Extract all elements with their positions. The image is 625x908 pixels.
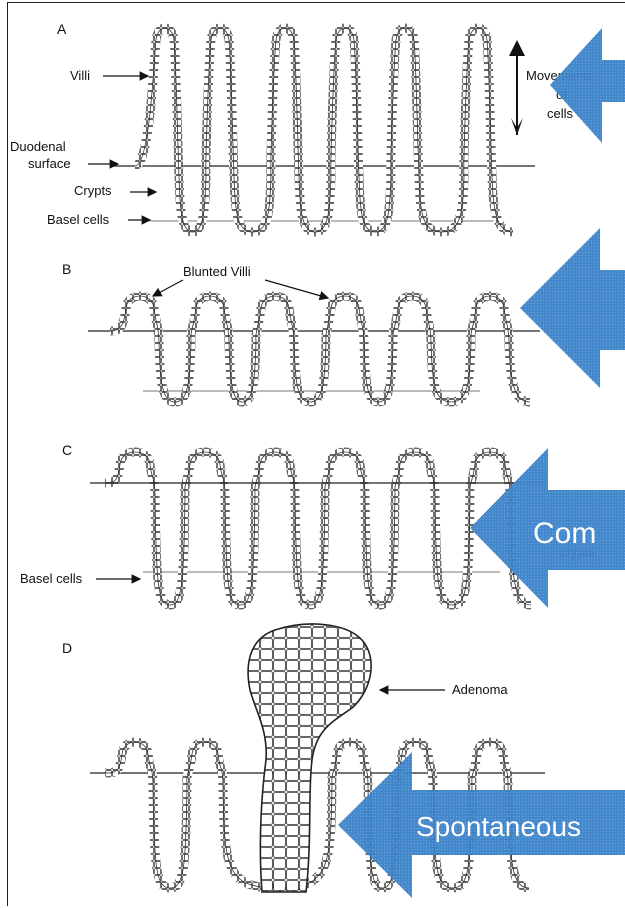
villi-row-c <box>105 452 531 605</box>
villi-tube <box>135 28 513 232</box>
panel-a: A Villi Duodenal surface Crypts Basel ce… <box>10 21 594 232</box>
basel-cells-label-c: Basel cells <box>20 571 83 586</box>
villi-row-b <box>110 296 530 402</box>
villi-outline <box>135 28 513 232</box>
panel-b: B Blunted Villi <box>62 261 540 402</box>
overlay-arrow-2 <box>520 228 625 388</box>
basel-cells-label: Basel cells <box>47 212 110 227</box>
panel-b-letter: B <box>62 261 71 277</box>
overlay-arrow-1 <box>550 28 625 143</box>
blunted-villi-label: Blunted Villi <box>183 264 251 279</box>
overlay-arrow-3: Com <box>470 448 625 608</box>
overlay-text-com: Com <box>533 517 596 550</box>
panel-c-letter: C <box>62 442 72 458</box>
crypts-label: Crypts <box>74 183 112 198</box>
panel-d-letter: D <box>62 640 72 656</box>
panel-a-letter: A <box>57 21 67 37</box>
cells-label: cells <box>547 106 574 121</box>
surface-label: surface <box>28 156 71 171</box>
overlay-arrow-4: Spontaneous <box>338 752 625 898</box>
villi-row-a <box>135 28 513 232</box>
duodenal-label: Duodenal <box>10 139 66 154</box>
adenoma-label: Adenoma <box>452 682 508 697</box>
villi-label: Villi <box>70 68 90 83</box>
overlay-text-spontaneous: Spontaneous <box>416 811 581 842</box>
adenoma-shape <box>248 624 371 892</box>
villi-tube <box>105 452 531 605</box>
